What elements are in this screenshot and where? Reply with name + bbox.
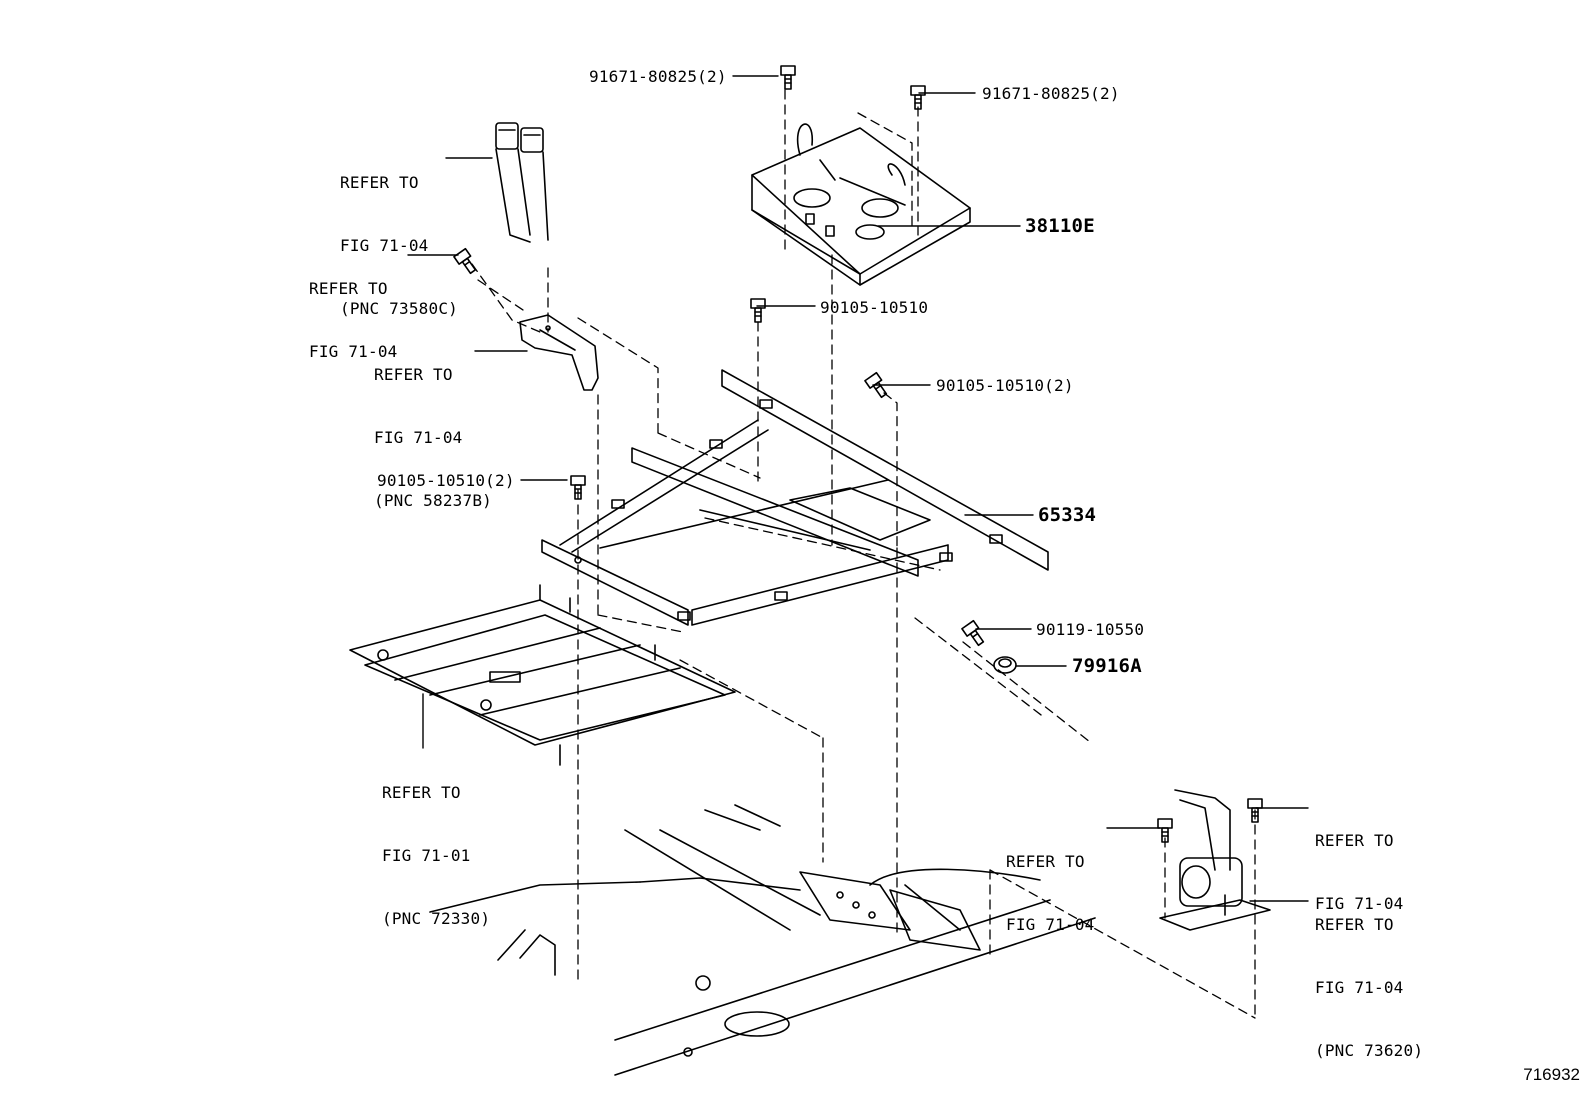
part-number-label[interactable]: 90105-10510 xyxy=(820,298,929,317)
bolt-icons xyxy=(453,65,1263,843)
seat-adjuster-mechanism xyxy=(751,123,971,286)
part-number-label[interactable]: 38110E xyxy=(1025,215,1095,237)
bolt-icon xyxy=(780,65,796,90)
seat-belt-buckle xyxy=(495,122,549,243)
reference-label-bolt[interactable]: REFER TO FIG 71-04 xyxy=(309,279,398,361)
grommet-icon xyxy=(993,656,1017,674)
seat-track-frame xyxy=(349,584,736,766)
reference-label-retractor-bolt-left[interactable]: REFER TO FIG 71-04 xyxy=(1006,852,1095,934)
reference-label-retractor-bolt-right[interactable]: REFER TO FIG 71-04 xyxy=(1315,831,1404,913)
belt-anchor-bracket xyxy=(519,314,599,391)
part-number-label[interactable]: 91671-80825(2) xyxy=(589,67,727,86)
leader-lines xyxy=(407,75,1309,902)
bolt-icon xyxy=(750,298,766,323)
part-number-label[interactable]: 65334 xyxy=(1038,504,1097,526)
bolt-icon xyxy=(864,371,888,399)
bolt-icon xyxy=(570,475,586,500)
reference-label-bracket[interactable]: REFER TO FIG 71-04 (PNC 58237B) xyxy=(374,365,492,510)
bolt-icon xyxy=(1157,818,1173,843)
dashed-assembly-lines xyxy=(471,89,1256,1019)
floor-panel xyxy=(429,804,1096,1076)
part-number-label[interactable]: 90105-10510(2) xyxy=(936,376,1074,395)
bolt-icon xyxy=(961,619,985,647)
reference-label-frame[interactable]: REFER TO FIG 71-01 (PNC 72330) xyxy=(382,783,491,928)
diagram-id: 716932 xyxy=(1523,1065,1580,1084)
reference-label-retractor[interactable]: REFER TO FIG 71-04 (PNC 73620) xyxy=(1315,915,1424,1060)
part-number-label[interactable]: 79916A xyxy=(1072,655,1142,677)
reference-label-belt[interactable]: REFER TO FIG 71-04 (PNC 73580C) xyxy=(340,173,458,318)
bolt-icon xyxy=(1247,798,1263,823)
bolt-icon xyxy=(453,247,477,275)
part-number-label[interactable]: 90119-10550 xyxy=(1036,620,1145,639)
bolt-icon xyxy=(910,85,926,110)
seat-frame xyxy=(541,369,1049,626)
part-number-label[interactable]: 91671-80825(2) xyxy=(982,84,1120,103)
part-number-label[interactable]: 90105-10510(2) xyxy=(377,471,515,490)
seat-belt-retractor xyxy=(1159,789,1271,931)
